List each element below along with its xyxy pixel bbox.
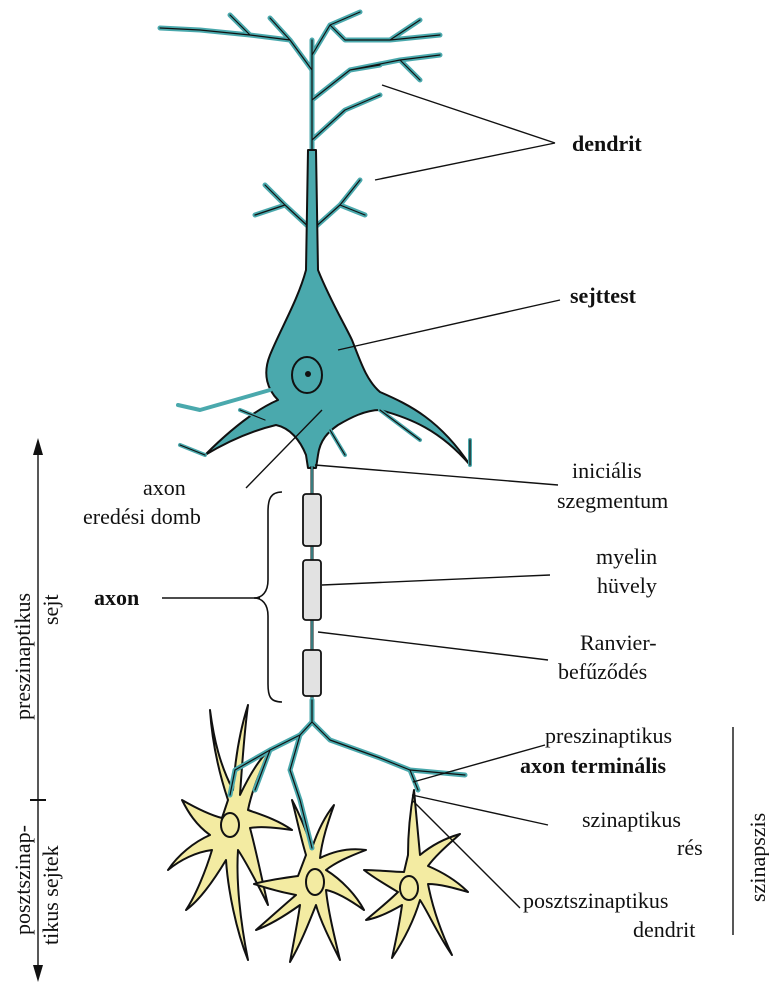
label-myelin-1: myelin bbox=[596, 544, 657, 569]
label-sejttest: sejttest bbox=[570, 283, 637, 308]
label-dendrit: dendrit bbox=[572, 131, 642, 156]
label-axon-domb-1: axon bbox=[143, 475, 186, 500]
label-presz-terminal-1: preszinaptikus bbox=[545, 723, 672, 748]
myelin-sheath-2 bbox=[303, 560, 321, 620]
label-res-1: szinaptikus bbox=[582, 807, 681, 832]
label-ranvier-1: Ranvier- bbox=[580, 630, 657, 655]
nucleolus bbox=[305, 371, 311, 377]
label-poszt-sejtek-2: tikus sejtek bbox=[38, 845, 63, 945]
label-presz-terminal-2: axon terminális bbox=[520, 753, 666, 778]
apical-dendrites bbox=[160, 12, 440, 230]
presynaptic-neuron bbox=[160, 12, 470, 848]
label-poszt-dendrit-1: posztszinaptikus bbox=[523, 888, 668, 913]
myelin-sheath-3 bbox=[303, 650, 321, 696]
soma-upper-branch bbox=[178, 390, 270, 410]
label-axon: axon bbox=[94, 585, 139, 610]
label-poszt-sejtek-1: posztszinap- bbox=[10, 825, 35, 935]
label-ranvier-2: befűződés bbox=[558, 659, 647, 684]
label-poszt-dendrit-2: dendrit bbox=[633, 917, 695, 942]
label-inicialis-2: szegmentum bbox=[557, 488, 668, 513]
label-inicialis-1: iniciális bbox=[572, 458, 642, 483]
label-presz-sejt-1: preszinaptikus bbox=[10, 593, 35, 720]
leader-lines bbox=[30, 85, 733, 982]
label-szinapszis: szinapszis bbox=[745, 813, 769, 902]
label-presz-sejt-2: sejt bbox=[38, 594, 63, 625]
postsynaptic-cell-right bbox=[364, 790, 468, 958]
postsynaptic-cells bbox=[168, 705, 468, 962]
cell-body bbox=[205, 150, 470, 468]
labels: dendrit sejttest iniciális szegmentum ax… bbox=[10, 131, 769, 945]
label-axon-domb-2: eredési domb bbox=[83, 504, 201, 529]
label-res-2: rés bbox=[677, 835, 703, 860]
label-myelin-2: hüvely bbox=[597, 573, 657, 598]
myelin-sheath-1 bbox=[303, 494, 321, 546]
